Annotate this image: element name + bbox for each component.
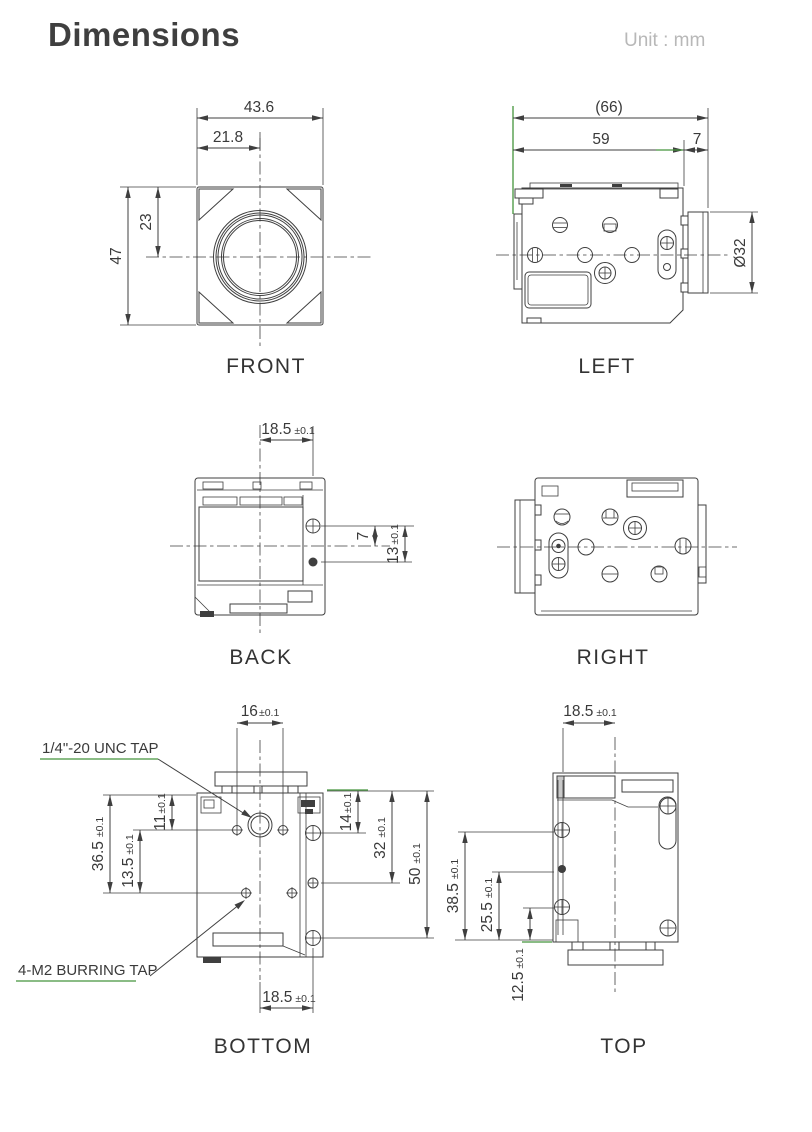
back-dim-screw-above-center: 7 [321,525,414,546]
left-view: (66) 59 7 Ø32 LEFT [496,99,758,378]
back-view: 18.5±0.1 7 13±0.1 BACK [170,421,414,669]
bottom-dims-left: 36.5±0.1 13.5±0.1 11±0.1 [90,793,240,894]
front-dim-center-text: 23 [138,213,155,230]
right-screws [548,508,692,583]
page-title: Dimensions [48,16,241,53]
bottom-dim-hole-span: 16±0.1 [236,703,284,824]
left-lens-barrel [680,211,709,294]
front-dim-center: 23 [138,187,161,257]
bottom-dim-screw2-text: 32±0.1 [372,817,389,859]
left-view-label: LEFT [578,355,635,378]
top-dim-center-to-screws-text: 18.5±0.1 [563,703,617,720]
bottom-dims-right: 14±0.1 32±0.1 50±0.1 [321,789,434,939]
front-dim-width-text: 43.6 [244,99,274,116]
right-view: RIGHT [497,477,737,669]
right-lens-barrel [514,499,542,594]
back-view-label: BACK [229,646,292,669]
front-dim-height-text: 47 [108,247,125,264]
bottom-annotation-tripod-tap: 1/4"-20 UNC TAP [40,740,252,818]
left-dim-lens-diameter: Ø32 [710,211,758,294]
tripod-tap-label: 1/4"-20 UNC TAP [42,740,158,757]
left-dim-overall-text: (66) [595,99,623,116]
top-view: 18.5±0.1 38.5±0.1 25.5±0.1 12.5±0.1 TOP [445,703,679,1058]
top-dim-center-to-screws: 18.5±0.1 [562,703,617,772]
top-dim-screw2-text: 25.5±0.1 [479,878,496,933]
front-dim-half-width-text: 21.8 [213,129,243,146]
top-dim-screw3-text: 12.5±0.1 [510,948,527,1002]
left-dim-lens-diameter-text: Ø32 [732,238,749,267]
top-body [552,772,679,966]
bottom-annotation-burring-tap: 4-M2 BURRING TAP [16,900,245,982]
left-dim-lens-protrusion-text: 7 [693,131,702,148]
left-dim-overall: (66) [512,99,709,214]
back-dim-screw-pitch-text: 13±0.1 [385,524,402,564]
bottom-holes [231,812,298,899]
burring-tap-label: 4-M2 BURRING TAP [18,962,157,979]
bottom-body [196,771,324,963]
left-dim-lens-protrusion: 7 [684,131,708,153]
top-dim-screw1-text: 38.5±0.1 [445,859,462,914]
front-dim-half-width: 21.8 [197,129,261,151]
front-dim-width: 43.6 [196,99,324,185]
top-view-label: TOP [600,1035,647,1058]
unit-label: Unit : mm [624,30,706,51]
bottom-dim-row2-from-front-text: 36.5±0.1 [90,817,107,872]
left-screws [524,217,677,309]
left-body [513,182,684,324]
left-dim-body-depth: 59 [513,131,685,186]
front-view-label: FRONT [226,355,306,378]
left-dim-body-depth-text: 59 [592,131,609,148]
top-screws [554,797,677,937]
top-dims-left: 38.5±0.1 25.5±0.1 12.5±0.1 [445,831,554,1002]
bottom-view: 16±0.1 36.5±0.1 13.5±0.1 11±0.1 [16,703,434,1058]
back-screws [305,518,321,567]
right-view-label: RIGHT [577,646,650,669]
back-dim-center-to-screws-text: 18.5±0.1 [261,421,315,438]
bottom-dim-row2-pitch-text: 13.5±0.1 [120,834,137,888]
front-view: 43.6 21.8 47 23 FRONT [108,99,374,378]
back-dim-center-to-screws: 18.5±0.1 [260,421,315,476]
front-dim-height: 47 [108,186,196,326]
bottom-screws [305,825,321,946]
bottom-dim-screw3-text: 50±0.1 [407,843,424,885]
bottom-dim-row1-from-front-text: 11±0.1 [152,793,169,831]
bottom-view-label: BOTTOM [214,1035,312,1058]
back-dim-screw-pitch: 13±0.1 [321,524,412,564]
bottom-dim-screw1-text: 14±0.1 [338,793,355,832]
bottom-dim-center-to-screws: 18.5±0.1 [259,948,316,1013]
bottom-dim-hole-span-text: 16±0.1 [241,703,280,720]
back-dim-screw-above-center-text: 7 [355,532,372,541]
bottom-dim-center-to-screws-text: 18.5±0.1 [262,989,316,1006]
